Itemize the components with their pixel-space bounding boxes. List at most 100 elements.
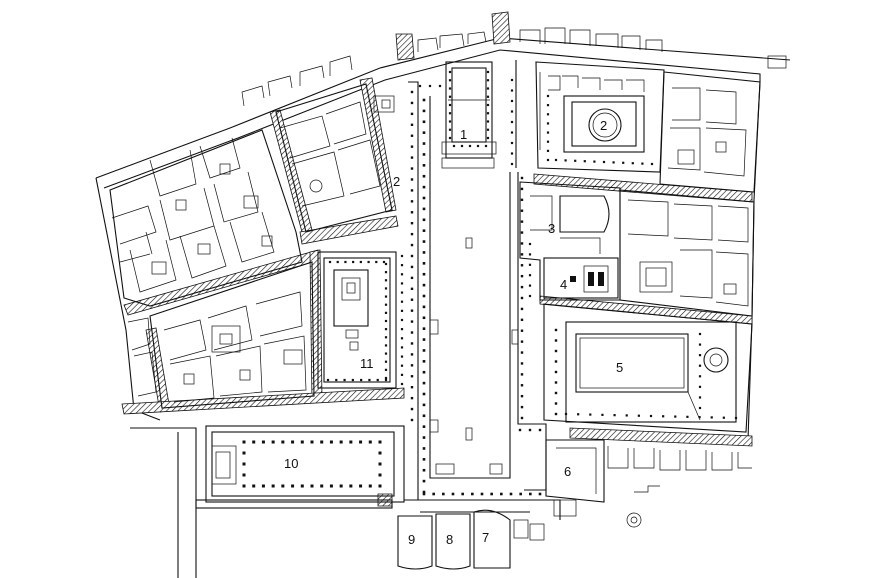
label-2-secondary: 2 [393, 174, 400, 189]
column-mark [359, 440, 363, 444]
column-mark [400, 328, 404, 331]
column-mark [422, 109, 426, 113]
column-mark [422, 381, 426, 385]
column-mark [422, 327, 426, 330]
column-mark [520, 405, 524, 409]
column-mark [410, 276, 414, 280]
column-mark [698, 332, 702, 336]
column-mark [300, 484, 304, 488]
north-shops [241, 27, 787, 107]
column-mark [448, 70, 452, 74]
column-mark [400, 346, 404, 349]
column-mark [410, 200, 414, 203]
buildings-3-4 [519, 181, 621, 301]
column-mark [528, 428, 532, 432]
column-mark [564, 159, 567, 162]
column-mark [378, 462, 382, 466]
column-mark [368, 378, 371, 382]
column-mark [410, 167, 414, 170]
column-mark [360, 378, 363, 382]
central-west-insula [275, 83, 395, 233]
column-mark [422, 229, 426, 232]
column-mark [410, 265, 414, 269]
column-mark [460, 144, 464, 148]
column-mark [510, 89, 514, 92]
column-mark [422, 251, 426, 254]
column-mark [418, 84, 422, 88]
column-mark [486, 70, 490, 74]
column-mark [583, 160, 586, 163]
column-mark [422, 294, 426, 298]
column-mark [448, 120, 452, 123]
column-mark [422, 174, 426, 178]
column-mark [649, 414, 653, 418]
column-mark [300, 440, 304, 444]
column-mark [593, 160, 596, 163]
column-mark [422, 98, 426, 102]
column-mark [520, 351, 524, 354]
column-mark [410, 232, 414, 236]
column-mark [601, 413, 604, 416]
column-mark [242, 484, 246, 488]
column-mark [422, 164, 426, 167]
temple-1 [441, 61, 497, 169]
column-mark [520, 340, 524, 343]
column-mark [400, 373, 404, 376]
label-2: 2 [600, 118, 607, 133]
column-mark [510, 120, 514, 124]
column-mark [520, 416, 524, 420]
column-mark [589, 413, 592, 416]
column-mark [698, 416, 701, 419]
column-mark [422, 262, 426, 265]
column-mark [326, 378, 330, 382]
column-mark [339, 440, 343, 444]
column-mark [410, 145, 414, 148]
column-mark [410, 375, 414, 378]
column-mark [520, 242, 524, 245]
column-mark [546, 122, 550, 125]
column-mark [320, 440, 324, 444]
label-11: 11 [360, 356, 374, 371]
column-mark [641, 162, 644, 165]
column-mark [486, 112, 490, 115]
column-mark [520, 209, 524, 212]
column-mark [734, 416, 738, 420]
column-mark [242, 451, 246, 455]
column-mark [378, 440, 382, 444]
column-mark [400, 355, 404, 358]
column-mark [528, 253, 532, 256]
column-mark [422, 240, 426, 243]
column-mark [520, 264, 524, 267]
column-mark [261, 440, 265, 444]
column-mark [422, 458, 426, 461]
column-mark [448, 95, 452, 98]
column-mark [410, 156, 414, 159]
column-mark [384, 368, 388, 371]
column-mark [546, 158, 550, 162]
column-mark [510, 162, 514, 166]
column-mark [410, 396, 414, 400]
column-mark [410, 287, 414, 290]
column-mark [510, 78, 514, 82]
column-mark [422, 370, 426, 374]
column-mark [698, 354, 702, 357]
column-mark [271, 440, 275, 444]
column-mark [662, 415, 665, 418]
column-mark [422, 120, 426, 124]
column-mark [410, 123, 414, 126]
temple-11-enclosure [317, 251, 397, 389]
column-mark [529, 492, 532, 496]
column-mark [520, 329, 524, 332]
column-mark [520, 384, 524, 387]
column-mark [528, 242, 532, 246]
column-mark [410, 90, 414, 94]
column-mark [384, 262, 388, 266]
column-mark [422, 490, 426, 494]
south-shops [607, 446, 752, 528]
column-mark [438, 84, 442, 88]
column-mark [291, 484, 295, 488]
column-mark [650, 162, 654, 166]
column-mark [291, 440, 295, 444]
column-mark [400, 382, 404, 386]
column-mark [400, 318, 404, 322]
